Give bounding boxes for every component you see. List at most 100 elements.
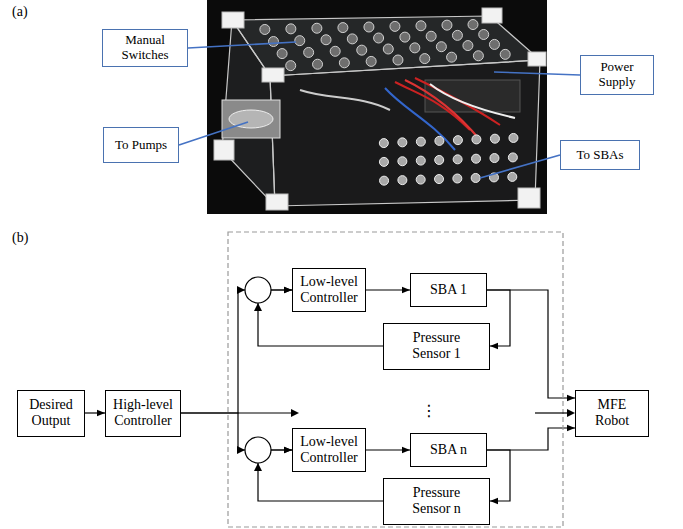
- node-text: High-level Controller: [110, 397, 176, 429]
- process-box: Pressure Sensor 1: [383, 323, 490, 370]
- corner-bracket: [518, 188, 540, 208]
- sba-connector: [472, 154, 481, 163]
- switch-knob: [268, 37, 278, 47]
- node-text: Low-level Controller: [297, 274, 361, 306]
- node-text: Desired Output: [22, 397, 80, 429]
- wire: [430, 84, 515, 118]
- switch-knob: [500, 49, 510, 59]
- switch-knob: [400, 32, 410, 42]
- callout-box: Manual Switches: [102, 29, 188, 67]
- corner-bracket: [222, 12, 244, 28]
- panel-label: (b): [12, 230, 28, 246]
- wire: [385, 88, 455, 150]
- switch-knob: [442, 20, 452, 30]
- switch-knob: [364, 22, 374, 32]
- switch-knob: [452, 30, 462, 40]
- process-box: Low-level Controller: [292, 268, 366, 312]
- node-text: Power Supply: [586, 60, 648, 90]
- sba-connector: [508, 172, 517, 181]
- wire: [415, 78, 500, 125]
- signal-line: [535, 412, 567, 413]
- switch-knob: [479, 29, 489, 39]
- wire: [405, 80, 480, 140]
- switch-knob: [286, 61, 296, 71]
- signal-connector: [487, 450, 510, 501]
- signal-connector: [181, 290, 292, 413]
- switch-knob: [473, 51, 483, 61]
- sba-connector: [508, 153, 517, 162]
- switch-knob: [489, 39, 499, 49]
- signal-connector: [85, 412, 105, 413]
- signal-connector: [181, 413, 292, 450]
- sba-connector: [379, 157, 388, 166]
- leader-line: [179, 122, 248, 145]
- sba-connector: [472, 135, 481, 144]
- switch-knob: [374, 33, 384, 43]
- leader-line: [188, 42, 296, 48]
- sba-connector: [416, 137, 425, 146]
- leader-line: [494, 72, 580, 75]
- callout-box: To Pumps: [103, 127, 179, 163]
- switch-knob: [420, 54, 430, 64]
- summing-junctions: [237, 277, 271, 471]
- signal-connector: [487, 428, 575, 450]
- arrow-head: [291, 409, 299, 417]
- signal-connector: [366, 289, 410, 290]
- switch-knob: [390, 21, 400, 31]
- photo-background: [207, 0, 547, 214]
- wire: [300, 90, 390, 110]
- arrow-head: [254, 463, 262, 471]
- signal-connector: [487, 290, 510, 346]
- sba-connector: [453, 136, 462, 145]
- sba-connector: [398, 138, 407, 147]
- node-text: Manual Switches: [108, 33, 182, 63]
- process-box: SBA n: [410, 433, 487, 467]
- sba-connector: [471, 173, 480, 182]
- node-text: SBA 1: [430, 282, 467, 298]
- switch-knob: [393, 55, 403, 65]
- switch-knob: [436, 42, 446, 52]
- process-box: Low-level Controller: [292, 428, 366, 472]
- corner-bracket: [262, 68, 284, 82]
- sba-connector: [453, 174, 462, 183]
- leader-line: [480, 155, 560, 178]
- node-text: To SBAs: [576, 148, 623, 163]
- sba-connector: [416, 175, 425, 184]
- sba-connector: [435, 175, 444, 184]
- node-text: Pressure Sensor n: [398, 485, 475, 517]
- summing-circle: [245, 277, 271, 303]
- sba-connector: [398, 176, 407, 185]
- sba-connector: [380, 176, 389, 185]
- switch-knob: [339, 58, 349, 68]
- corner-bracket: [214, 140, 234, 160]
- switch-knob: [313, 59, 323, 69]
- switch-knob: [321, 35, 331, 45]
- node-text: SBA n: [430, 442, 467, 458]
- sba-connector: [435, 155, 444, 164]
- panel-label: (a): [12, 4, 28, 20]
- switch-knob: [366, 56, 376, 66]
- switch-knob: [286, 24, 296, 34]
- device-photo: [214, 8, 546, 210]
- sba-connector: [435, 136, 444, 145]
- sba-connector: [379, 139, 388, 148]
- switch-knob: [330, 46, 340, 56]
- arrow-head: [254, 303, 262, 311]
- switch-knob: [347, 34, 357, 44]
- process-box: High-level Controller: [105, 390, 181, 437]
- corner-bracket: [482, 8, 502, 23]
- switch-knob: [304, 47, 314, 57]
- pump-connector-block: [222, 100, 280, 138]
- process-box: MFE Robot: [575, 390, 649, 437]
- sba-connector: [509, 133, 518, 142]
- sba-connector: [398, 157, 407, 166]
- sba-connector: [490, 154, 499, 163]
- switch-knob: [416, 21, 426, 31]
- arrow-head: [567, 409, 575, 417]
- corner-bracket: [266, 194, 288, 210]
- node-text: Pressure Sensor 1: [398, 330, 475, 362]
- callout-box: Power Supply: [580, 55, 654, 95]
- sba-connector: [416, 156, 425, 165]
- switch-knob: [468, 20, 478, 30]
